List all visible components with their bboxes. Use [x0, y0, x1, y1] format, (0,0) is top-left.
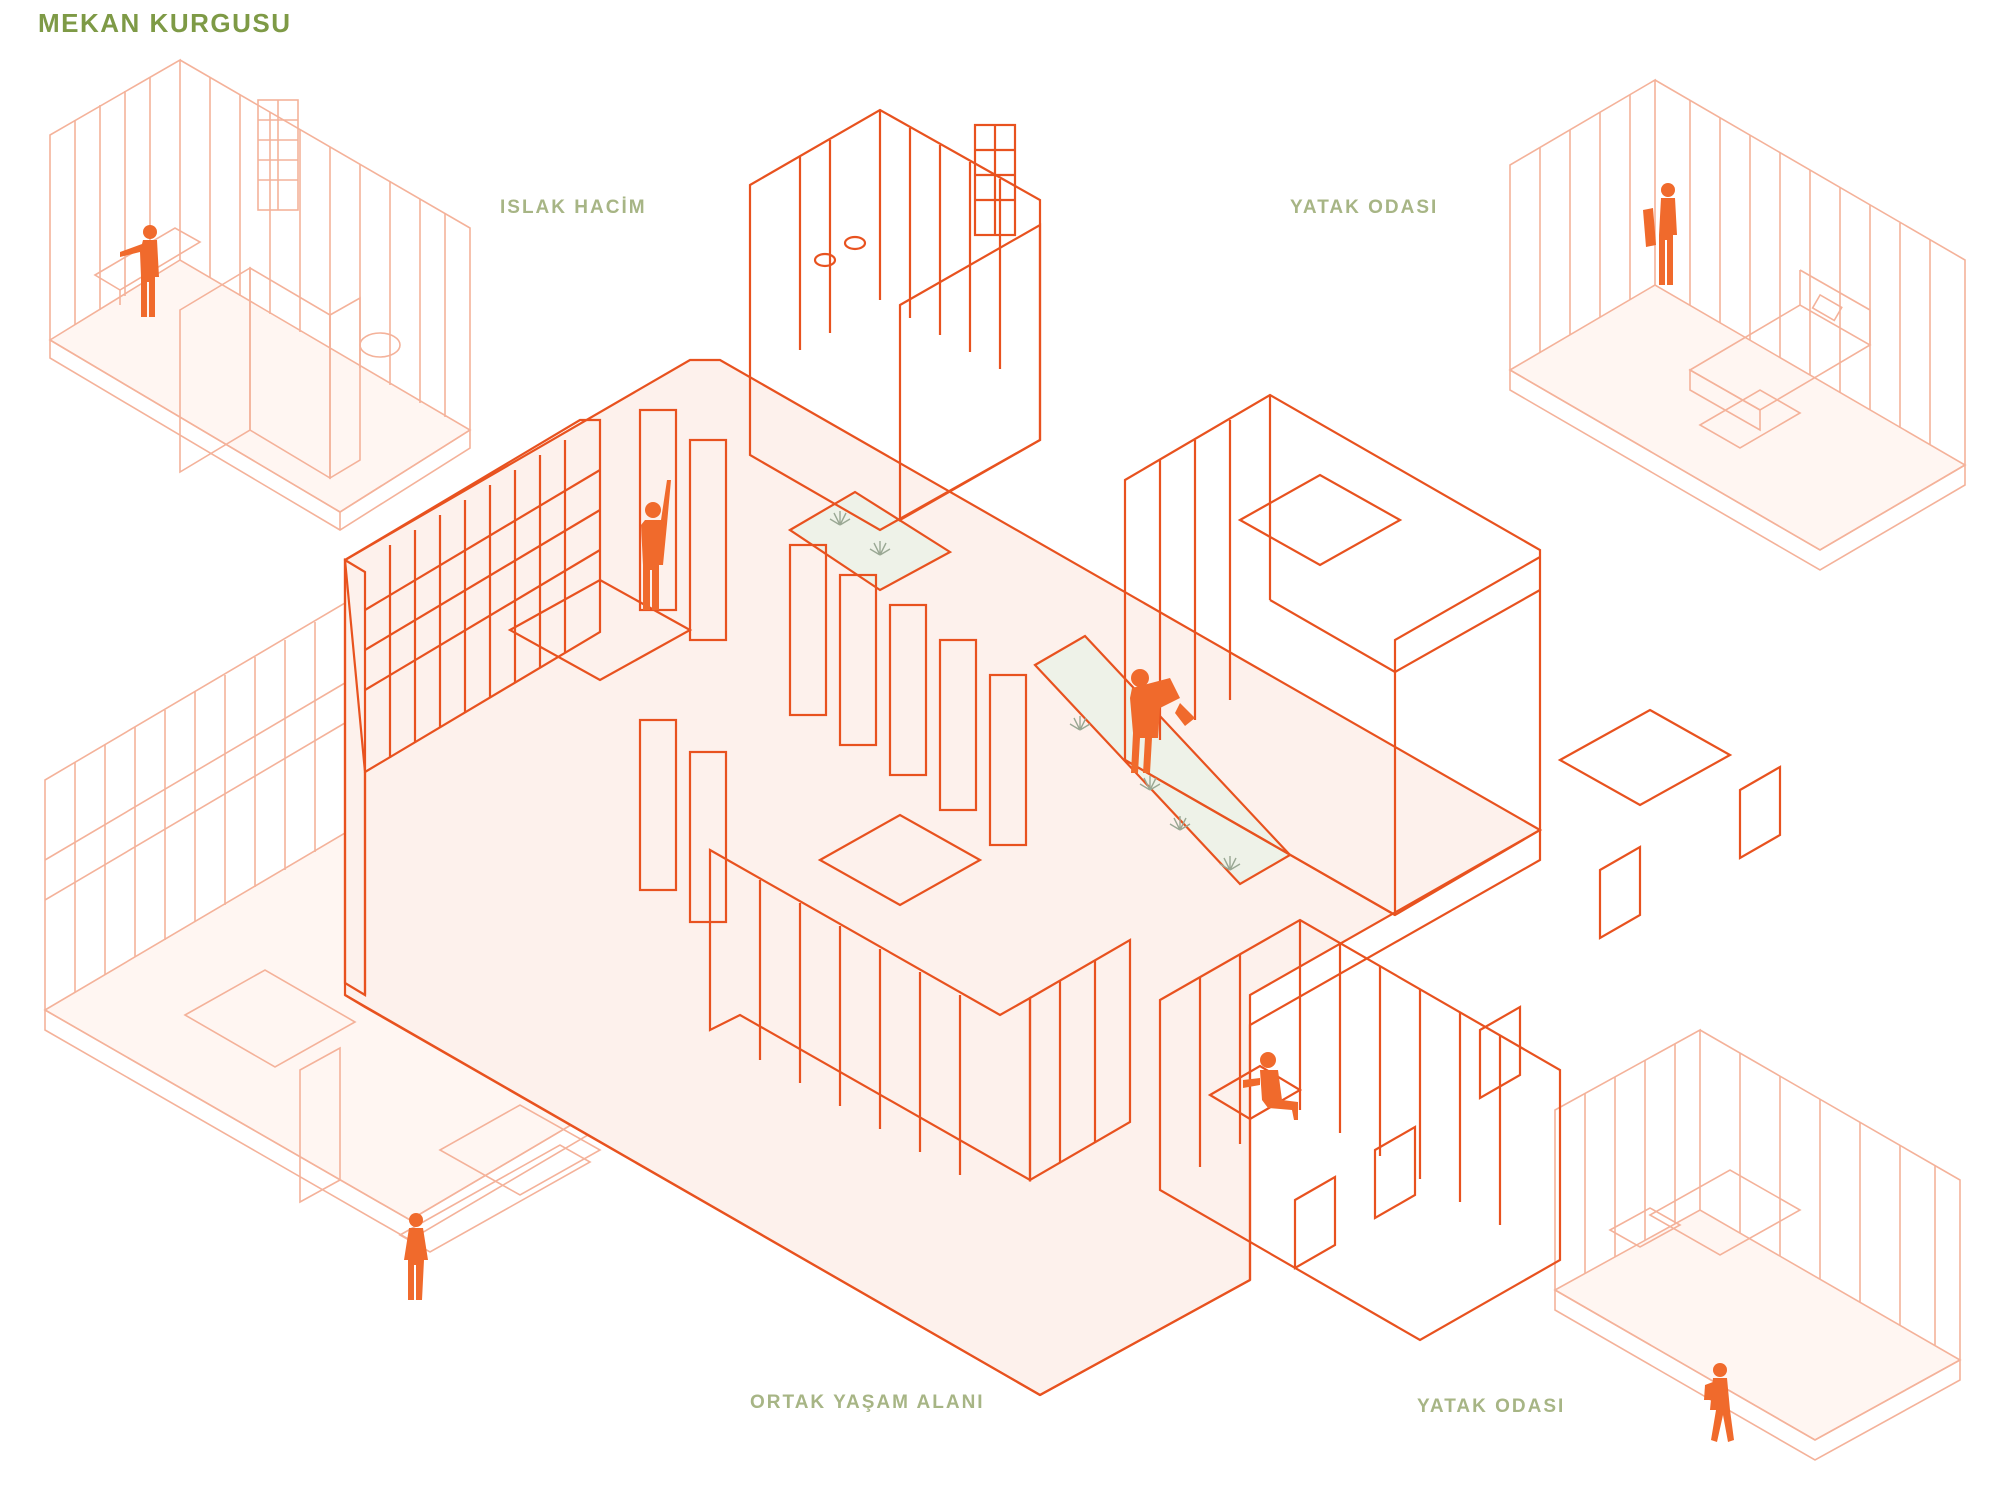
figure-seated: [1243, 1052, 1298, 1120]
figure-standing-living: [404, 1213, 428, 1300]
courtyard-north: [787, 490, 953, 592]
figures: [120, 183, 1734, 1442]
main-plan: [343, 108, 1782, 1397]
label-yatak-odasi-bottom: YATAK ODASI: [1417, 1396, 1566, 1417]
vignette-yatak-odasi-bottom: [1553, 1028, 1962, 1461]
figure-watering: [1130, 669, 1195, 773]
label-ortak-yasam-alani: ORTAK YAŞAM ALANI: [750, 1392, 985, 1413]
figure-reaching: [641, 480, 671, 610]
figure-washing: [120, 225, 159, 317]
figure-wardrobe: [1643, 183, 1677, 285]
figure-walking: [1704, 1363, 1734, 1442]
diagram-title: MEKAN KURGUSU: [38, 8, 292, 38]
label-islak-hacim: ISLAK HACİM: [500, 197, 647, 218]
vignette-yatak-odasi-top: [1508, 78, 1967, 571]
label-yatak-odasi-top: YATAK ODASI: [1290, 197, 1439, 218]
vignette-islak-hacim: [48, 58, 472, 531]
courtyard-plants: [829, 511, 1241, 871]
